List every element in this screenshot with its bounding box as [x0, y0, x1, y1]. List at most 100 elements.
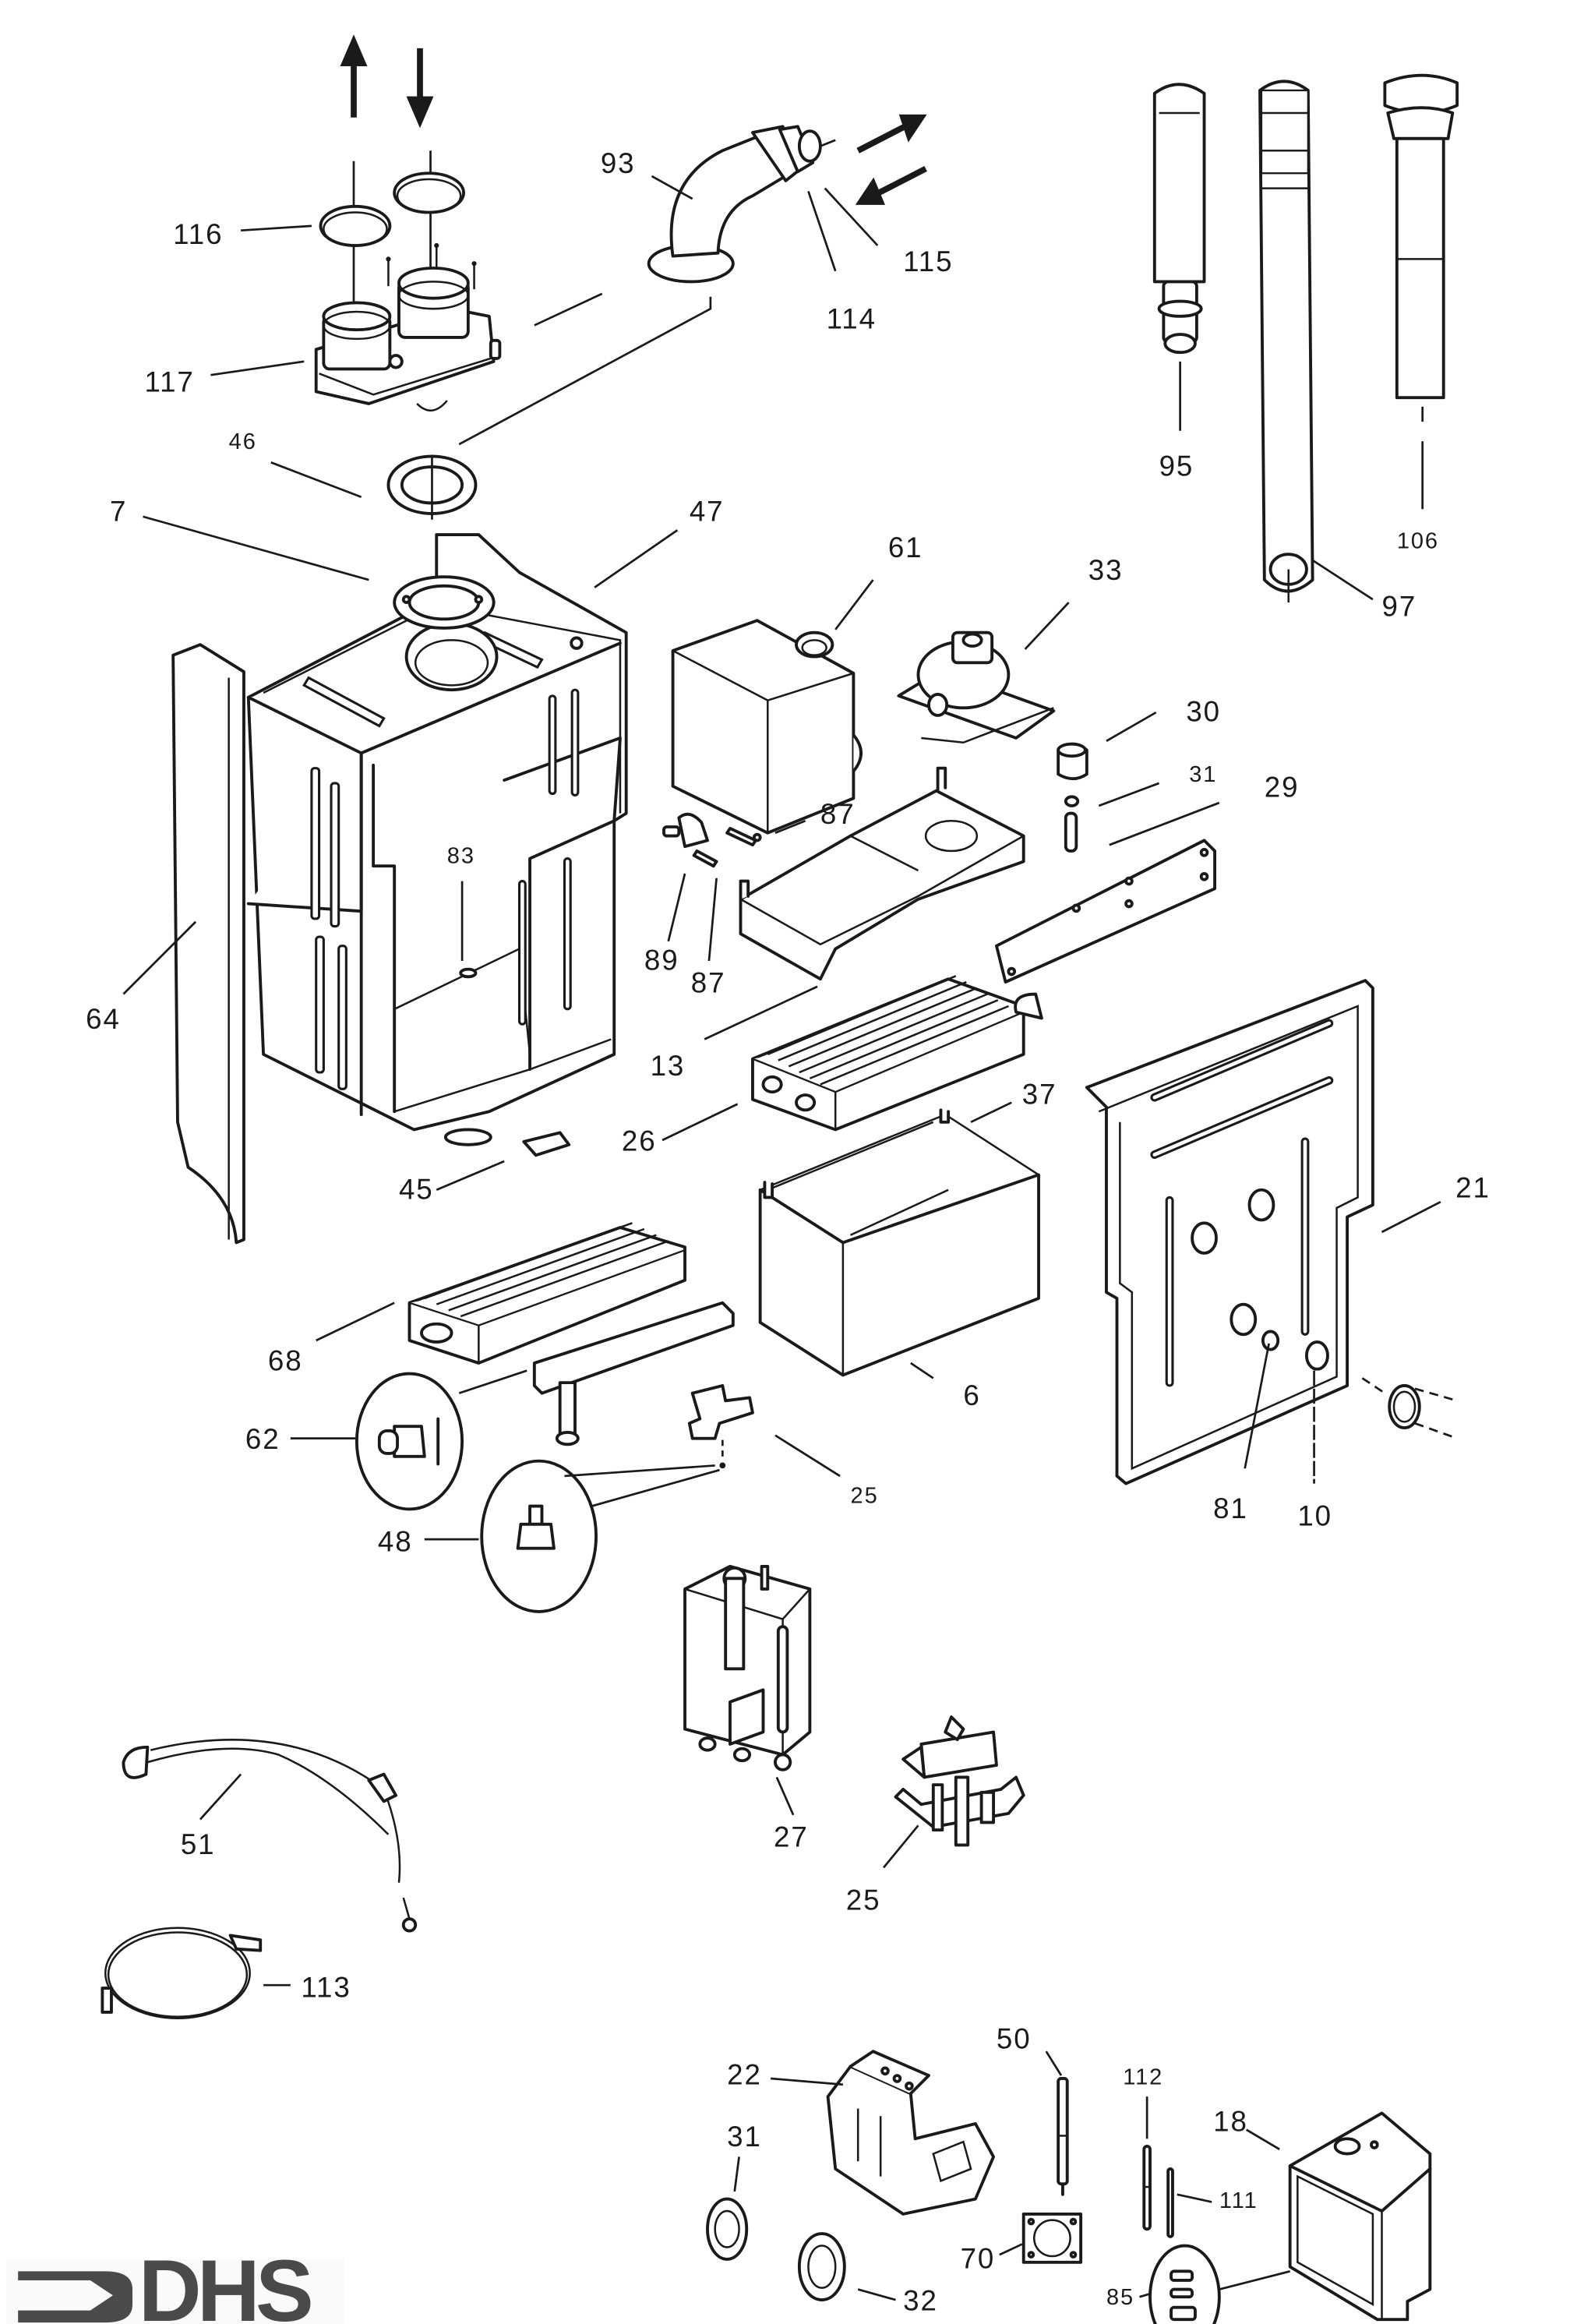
part-22-gas-valve[interactable]	[826, 2050, 996, 2216]
label-47: 47	[690, 496, 725, 528]
leader-37	[970, 1101, 1012, 1124]
label-116: 116	[173, 218, 223, 250]
label-87b: 87	[691, 967, 726, 999]
label-61: 61	[888, 532, 923, 563]
part-85-fuse-callout[interactable]	[1148, 2244, 1290, 2324]
leader-68	[316, 1302, 395, 1342]
leader-61	[834, 579, 874, 630]
part-87-hoses[interactable]	[692, 826, 757, 868]
dhs-logo: DHS	[5, 2242, 345, 2324]
leader-18	[1245, 2128, 1280, 2150]
part-111-electrode[interactable]	[1166, 2167, 1174, 2238]
part-106-flue-terminal[interactable]	[1383, 73, 1459, 400]
label-45: 45	[399, 1173, 434, 1205]
leader-87b	[707, 878, 718, 962]
part-112-electrode[interactable]	[1142, 2145, 1152, 2231]
part-30-cap[interactable]	[1057, 742, 1088, 781]
part-83-sight-glass[interactable]	[459, 967, 478, 979]
part-25-pilot-burner[interactable]	[894, 1715, 1025, 1847]
panel-seal-ring[interactable]	[1361, 1377, 1458, 1439]
part-29-bracket[interactable]	[995, 839, 1216, 984]
part-64-side-panel[interactable]	[171, 643, 245, 1245]
part-93-flue-elbow[interactable]	[647, 125, 836, 284]
part-25-pilot-assembly[interactable]	[687, 1384, 754, 1469]
leader-31b	[733, 2156, 740, 2192]
leader-51	[199, 1773, 242, 1821]
leader-64	[122, 920, 197, 995]
part-70-gasket-plate[interactable]	[1021, 2212, 1083, 2264]
label-85: 85	[1106, 2285, 1134, 2310]
part-27-water-section[interactable]	[683, 1564, 812, 1771]
leader-111	[1177, 2193, 1212, 2203]
label-97: 97	[1382, 590, 1417, 622]
leader-50	[1045, 2050, 1063, 2076]
leader-27	[775, 1776, 795, 1816]
label-46: 46	[229, 429, 257, 454]
leader-25a	[774, 1434, 841, 1478]
part-29-tube[interactable]	[1064, 811, 1078, 853]
part-48-nipple-callout[interactable]	[480, 1459, 720, 1613]
label-25a: 25	[851, 1484, 879, 1509]
part-45-block[interactable]	[522, 1131, 571, 1157]
part-7-flue-ring[interactable]	[393, 575, 496, 630]
leader-6	[910, 1362, 934, 1379]
label-13: 13	[651, 1050, 686, 1082]
label-25b: 25	[846, 1884, 881, 1916]
part-113-sensor-lead[interactable]	[101, 1927, 263, 2019]
part-32-washer[interactable]	[797, 2232, 846, 2302]
part-13-flue-hood[interactable]	[739, 766, 1025, 981]
leader-81	[1244, 1343, 1270, 1469]
part-68-burner[interactable]	[407, 1222, 686, 1365]
label-51: 51	[181, 1828, 216, 1860]
elbow-connector-line	[458, 296, 712, 446]
label-89: 89	[644, 945, 679, 977]
part-61-fan-housing[interactable]	[671, 619, 863, 842]
leader-22	[771, 2077, 843, 2086]
label-29: 29	[1265, 771, 1300, 803]
part-47-combustion-chamber-casing[interactable]	[246, 533, 628, 1146]
label-48: 48	[378, 1526, 413, 1558]
label-26: 26	[622, 1125, 657, 1157]
label-95: 95	[1159, 450, 1194, 482]
part-50-electrode[interactable]	[1057, 2077, 1069, 2196]
part-46-gasket[interactable]	[386, 454, 478, 520]
part-26-heat-exchanger[interactable]	[751, 975, 1043, 1132]
leader-25b	[882, 1824, 919, 1869]
part-97-flue-pipe[interactable]	[1258, 79, 1314, 603]
part-116-seal-rings[interactable]	[319, 150, 465, 355]
part-117-flue-adaptor[interactable]	[314, 267, 502, 411]
part-31-washer[interactable]	[1064, 795, 1080, 807]
part-6-combustion-box[interactable]	[758, 1108, 1040, 1377]
air-flow-arrows	[855, 114, 927, 205]
part-62-injector-callout[interactable]	[355, 1369, 527, 1511]
burner-manifold-bar[interactable]	[532, 1301, 735, 1446]
label-64: 64	[86, 1003, 121, 1035]
leader-89	[667, 873, 686, 942]
leader-85	[1139, 2293, 1151, 2298]
label-117: 117	[144, 366, 194, 397]
part-18-control-box[interactable]	[1288, 2111, 1432, 2322]
label-87a: 87	[820, 798, 856, 830]
leader-47	[594, 529, 679, 588]
label-18: 18	[1213, 2106, 1248, 2138]
label-106: 106	[1397, 528, 1439, 553]
part-21-front-panel[interactable]	[1085, 979, 1374, 1485]
separator-line	[534, 292, 603, 327]
leader-29	[1109, 801, 1220, 846]
label-113: 113	[301, 1972, 351, 2004]
leader-114	[807, 191, 837, 272]
part-51-ignition-lead[interactable]	[122, 1739, 418, 1933]
label-6: 6	[963, 1379, 980, 1411]
leader-116	[241, 224, 312, 232]
dhs-logo-text: DHS	[139, 2242, 311, 2324]
label-70: 70	[961, 2242, 996, 2274]
label-37: 37	[1022, 1079, 1057, 1111]
label-22: 22	[727, 2059, 762, 2091]
part-89-pressure-switch[interactable]	[662, 812, 709, 849]
part-33-fan[interactable]	[897, 630, 1056, 744]
label-30: 30	[1186, 696, 1221, 728]
part-31-washer-bottom[interactable]	[706, 2197, 749, 2261]
leader-31a	[1098, 782, 1160, 807]
part-95-flue-pipe[interactable]	[1152, 83, 1206, 355]
label-33: 33	[1088, 554, 1124, 586]
